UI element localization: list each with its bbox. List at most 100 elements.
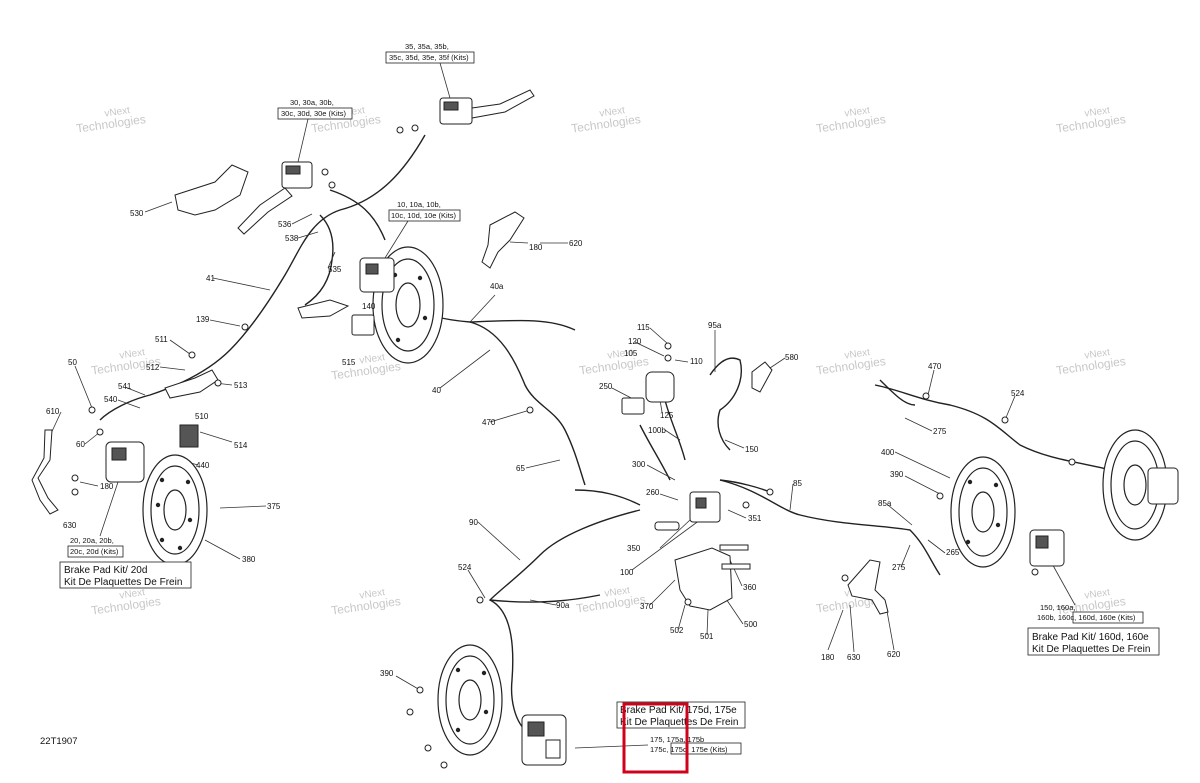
part-number: 512 [146, 363, 160, 372]
part-number: 60 [76, 440, 85, 449]
caliper-175 [521, 714, 567, 766]
part-number: 440 [196, 461, 210, 470]
caliper-10 [297, 257, 395, 336]
part-number: 524 [458, 563, 472, 572]
brake-disc-right [950, 456, 1016, 568]
part-numbers: 530 536 538 41 535 140 515 139 511 512 5… [46, 209, 1025, 678]
part-number: 95a [708, 321, 722, 330]
callout-line: 10c, 10d, 10e (Kits) [391, 211, 457, 220]
callouts: 35, 35a, 35b, 35c, 35d, 35e, 35f (Kits) … [67, 42, 1144, 755]
hose-580 [751, 361, 773, 393]
bolt-360 [719, 544, 749, 551]
callout-30: 30, 30a, 30b, 30c, 30d, 30e (Kits) [277, 98, 353, 163]
part-number: 139 [196, 315, 210, 324]
callout-line: 20, 20a, 20b, [70, 536, 114, 545]
pedal-620-bottom [847, 559, 889, 615]
watermark-text: vNext [359, 352, 386, 366]
part-number: 501 [700, 632, 714, 641]
part-number: 40a [490, 282, 504, 291]
master-cylinder-30 [237, 161, 336, 235]
part-number: 85a [878, 499, 892, 508]
part-number: 180 [821, 653, 835, 662]
caliper-160 [1029, 467, 1179, 567]
kit-label-line: Kit De Plaquettes De Frein [64, 577, 182, 588]
part-number: 500 [744, 620, 758, 629]
kit-label-line: Kit De Plaquettes De Frein [620, 717, 738, 728]
watermark-text: vNext [607, 347, 634, 361]
part-number: 502 [670, 626, 684, 635]
part-number: 630 [847, 653, 861, 662]
part-number: 538 [285, 234, 299, 243]
watermark-text: vNext [844, 105, 871, 119]
callout-line: 20c, 20d (Kits) [70, 547, 119, 556]
valve-block-100 [654, 491, 721, 531]
part-number: 90a [556, 601, 570, 610]
kit-label-175: Brake Pad Kit/ 175d, 175e Kit De Plaquet… [616, 701, 746, 729]
watermark-text: vNext [844, 347, 871, 361]
part-number: 360 [743, 583, 757, 592]
part-number: 105 [624, 349, 638, 358]
mechanical-parts [31, 89, 1179, 769]
part-number: 250 [599, 382, 613, 391]
brake-disc-bottom [437, 644, 503, 756]
watermark-text: vNext [359, 587, 386, 601]
callout-line: 150, 160a, [1040, 603, 1075, 612]
brake-disc-far-right [1102, 429, 1168, 541]
watermark-text: vNext [1084, 105, 1111, 119]
part-number: 275 [933, 427, 947, 436]
part-number: 180 [529, 243, 543, 252]
part-number: 300 [632, 460, 646, 469]
part-number: 125 [660, 411, 674, 420]
kit-label-20: Brake Pad Kit/ 20d Kit De Plaquettes De … [59, 561, 192, 589]
watermark-text: vNext [1084, 347, 1111, 361]
callout-line: 35, 35a, 35b, [405, 42, 449, 51]
part-number: 50 [68, 358, 77, 367]
part-number: 380 [242, 555, 256, 564]
part-number: 41 [206, 274, 215, 283]
part-number: 620 [887, 650, 901, 659]
part-number: 375 [267, 502, 281, 511]
bracket-610 [31, 429, 59, 515]
watermark-text: vNext [104, 105, 131, 119]
part-number: 541 [118, 382, 132, 391]
caliper-20 [105, 424, 199, 483]
part-number: 90 [469, 518, 478, 527]
part-number: 370 [640, 602, 654, 611]
highlight-box [622, 702, 689, 774]
callout-35: 35, 35a, 35b, 35c, 35d, 35e, 35f (Kits) [385, 42, 475, 99]
part-number: 275 [892, 563, 906, 572]
part-number: 514 [234, 441, 248, 450]
kit-label-160: Brake Pad Kit/ 160d, 160e Kit De Plaquet… [1027, 627, 1160, 656]
callout-line: 175c, 175d, 175e (Kits) [650, 745, 728, 754]
part-number: 580 [785, 353, 799, 362]
part-number: 100 [620, 568, 634, 577]
part-number: 400 [881, 448, 895, 457]
part-number: 515 [342, 358, 356, 367]
part-number: 535 [328, 265, 342, 274]
part-number: 180 [100, 482, 114, 491]
watermark-text: vNext [604, 585, 631, 599]
callout-line: 35c, 35d, 35e, 35f (Kits) [389, 53, 469, 62]
part-number: 510 [195, 412, 209, 421]
master-cylinder-35 [396, 89, 535, 134]
part-number: 100b [648, 426, 666, 435]
part-number: 530 [130, 209, 144, 218]
part-number: 620 [569, 239, 583, 248]
brake-disc-left [142, 454, 208, 566]
kit-label-line: Kit De Plaquettes De Frein [1032, 644, 1150, 655]
callout-line: 175, 175a, 175b [650, 735, 704, 744]
watermark-text: vNext [1084, 587, 1111, 601]
part-number: 536 [278, 220, 292, 229]
pedal-620-top [481, 211, 525, 269]
watermark-text: vNext [599, 105, 626, 119]
part-number: 350 [627, 544, 641, 553]
part-number: 470 [928, 362, 942, 371]
bolt-360b [721, 563, 751, 570]
part-number: 110 [690, 357, 703, 366]
part-number: 150 [745, 445, 759, 454]
kit-label-line: Brake Pad Kit/ 160d, 160e [1032, 632, 1149, 643]
part-number: 511 [155, 335, 168, 344]
part-number: 610 [46, 407, 60, 416]
